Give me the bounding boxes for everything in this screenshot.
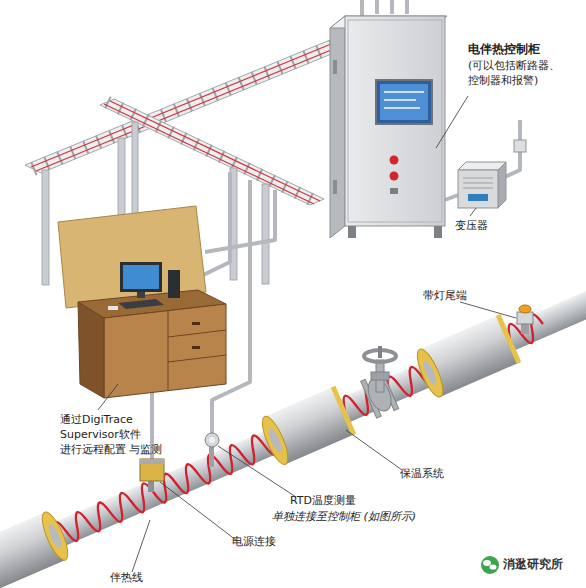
valve-flange — [361, 372, 399, 418]
callout-label: 保温系统 — [400, 466, 444, 481]
pipe-assembly — [0, 273, 586, 588]
power-connection-box — [140, 459, 164, 492]
watermark: 消逖研究所 — [503, 557, 563, 572]
conduit — [152, 0, 520, 460]
callout-label: RTD温度测量 — [290, 493, 356, 508]
insulation — [0, 314, 521, 588]
callout-label: 伴热线 — [110, 570, 143, 585]
end-light — [517, 305, 533, 334]
rtd-sensor — [205, 433, 219, 467]
workstation — [58, 206, 226, 398]
transformer — [458, 162, 506, 208]
pipe — [0, 285, 586, 580]
callout-label: 带灯尾端 — [423, 288, 467, 303]
heating-cable — [50, 312, 548, 548]
control-cabinet — [330, 16, 447, 238]
callout-title: 电伴热控制柜 — [468, 42, 540, 57]
callout-label: 通过DigiTrace Supervisor软件 进行远程配置 与监测 — [60, 412, 164, 457]
cable-tray — [25, 40, 346, 173]
callout-label: 变压器 — [455, 218, 488, 233]
leader-line — [98, 96, 516, 572]
valve — [364, 346, 396, 392]
callout-note: (可以包括断路器、 控制器和报警) — [468, 58, 580, 88]
callout-note: 单独连接至控制柜 (如图所示) — [272, 509, 416, 524]
junction-box — [514, 140, 526, 152]
callout-label: 电源连接 — [232, 534, 276, 549]
watermark-icon — [481, 556, 499, 574]
